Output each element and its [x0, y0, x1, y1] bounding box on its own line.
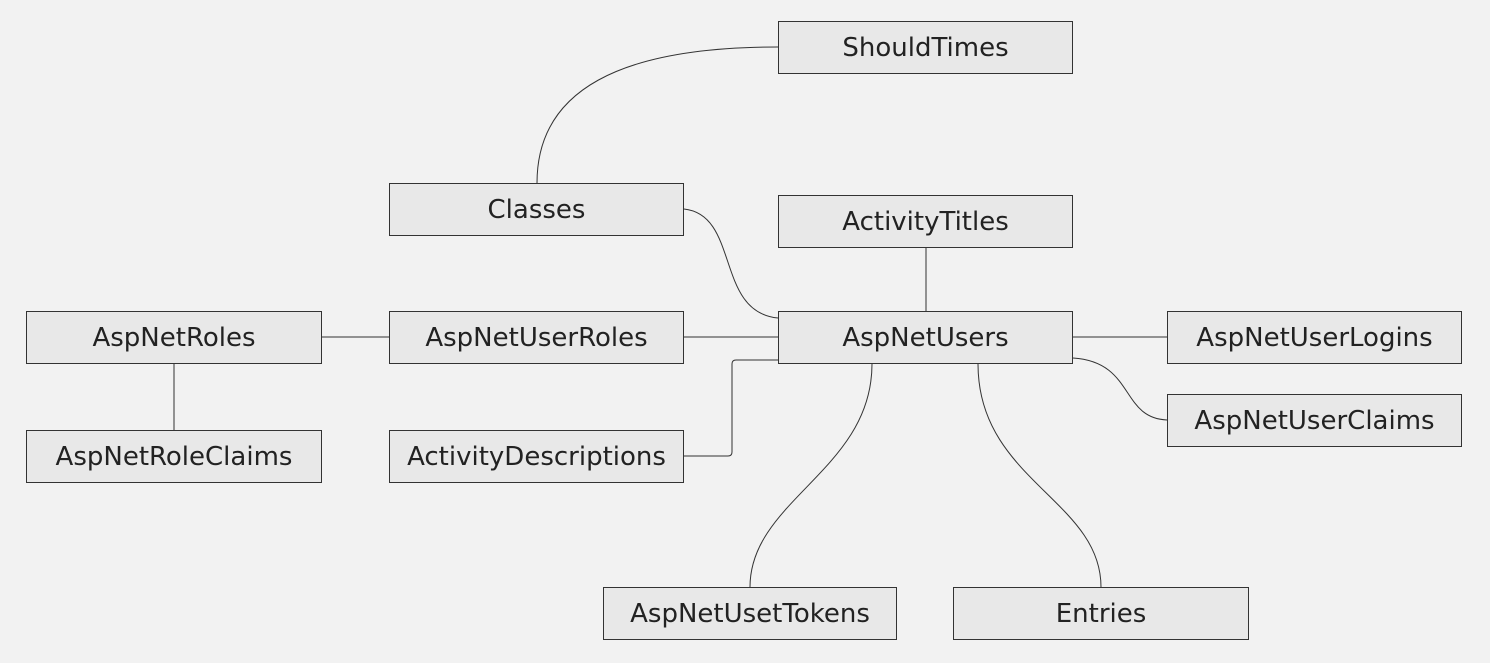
node-aspnetusers[interactable]: AspNetUsers	[778, 311, 1073, 364]
node-shouldtimes[interactable]: ShouldTimes	[778, 21, 1073, 74]
edge-aspnetusers-aspnetusettokens	[749, 363, 873, 588]
edge-aspnetusers-entries	[977, 363, 1102, 588]
node-activitytitles[interactable]: ActivityTitles	[778, 195, 1073, 248]
node-aspnetroleclaims[interactable]: AspNetRoleClaims	[26, 430, 322, 483]
edge-classes-aspnetusers	[683, 208, 779, 319]
edge-classes-shouldtimes	[536, 46, 779, 184]
node-aspnetuserlogins[interactable]: AspNetUserLogins	[1167, 311, 1462, 364]
node-classes[interactable]: Classes	[389, 183, 684, 236]
node-aspnetuserroles[interactable]: AspNetUserRoles	[389, 311, 684, 364]
node-activitydescriptions[interactable]: ActivityDescriptions	[389, 430, 684, 483]
node-aspnetroles[interactable]: AspNetRoles	[26, 311, 322, 364]
edge-activitydescriptions-aspnetusers	[684, 359, 778, 457]
node-aspnetuserclaims[interactable]: AspNetUserClaims	[1167, 394, 1462, 447]
edge-aspnetusers-aspnetuserclaims	[1072, 357, 1168, 421]
node-aspnetusettokens[interactable]: AspNetUsetTokens	[603, 587, 897, 640]
node-entries[interactable]: Entries	[953, 587, 1249, 640]
